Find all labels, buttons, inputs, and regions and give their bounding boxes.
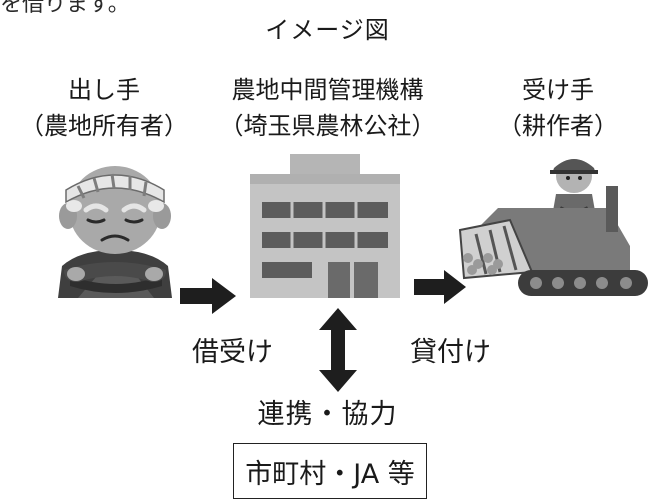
cooperation-label: 連携・協力 <box>257 399 398 430</box>
diagram-title: イメージ図 <box>265 16 390 44</box>
giver-title: 出し手 <box>68 76 140 104</box>
giver-subtitle: （農地所有者） <box>20 112 188 140</box>
giver-label: 出し手 （農地所有者） <box>0 72 208 144</box>
partner-label: 市町村・JA 等 <box>245 458 415 490</box>
receiver-label: 受け手 （耕作者） <box>470 72 646 144</box>
receiver-subtitle: （耕作者） <box>498 112 618 140</box>
farmer-tractor-illustration <box>458 159 648 296</box>
right-arrow-to-receiver <box>414 270 466 304</box>
right-arrow-to-agency <box>180 278 236 314</box>
agency-title: 農地中間管理機構 <box>231 76 424 104</box>
receiver-title: 受け手 <box>522 76 594 104</box>
agency-building-illustration <box>250 154 400 298</box>
landowner-illustration <box>58 166 172 298</box>
cooperation-double-arrow <box>319 308 357 392</box>
partner-box: 市町村・JA 等 <box>233 443 427 499</box>
borrow-label: 借受け <box>192 337 273 368</box>
top-text-fragment: を借ります。 <box>0 0 130 17</box>
agency-label: 農地中間管理機構 （埼玉県農林公社） <box>205 72 450 144</box>
lend-label: 貸付け <box>410 337 491 368</box>
agency-subtitle: （埼玉県農林公社） <box>219 112 436 140</box>
